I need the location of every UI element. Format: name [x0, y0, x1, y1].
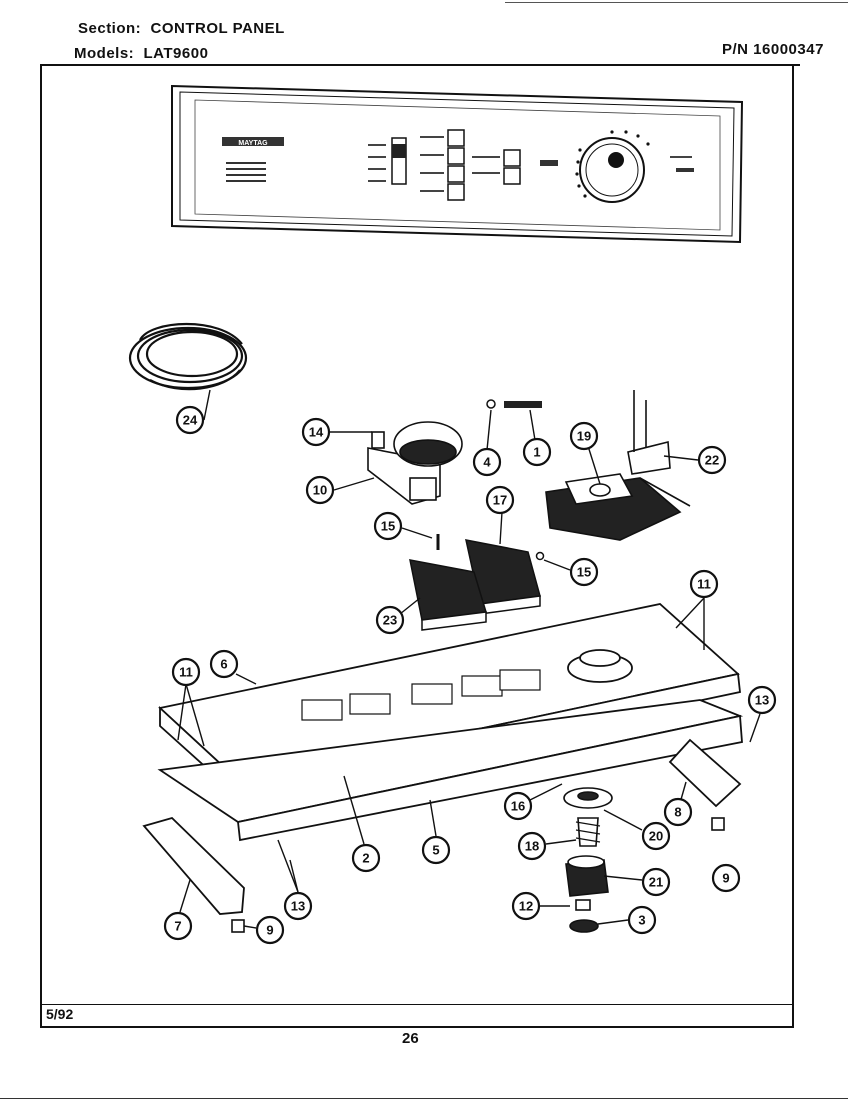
screw-part [535, 551, 545, 561]
callout-21: 21 [641, 867, 671, 897]
push-button-switch [465, 539, 541, 615]
brand-text: MAYTAG [238, 140, 268, 147]
callout-2: 2 [351, 843, 381, 873]
footer-divider [40, 1004, 794, 1005]
callout-24: 24 [175, 405, 205, 435]
part-number: P/N 16000347 [722, 41, 824, 58]
svg-text:9: 9 [266, 923, 273, 938]
svg-text:20: 20 [649, 829, 663, 844]
control-console: MAYTAG [171, 84, 744, 244]
svg-text:5: 5 [432, 843, 439, 858]
callout-5: 5 [421, 835, 451, 865]
models-label: Models: LAT9600 [74, 45, 209, 62]
callout-23: 23 [375, 605, 405, 635]
wire-harness [128, 322, 248, 391]
callout-15-left: 15 [373, 511, 403, 541]
callout-1: 1 [522, 437, 552, 467]
callout-9-left: 9 [255, 915, 285, 945]
section-title: CONTROL PANEL [150, 20, 285, 37]
svg-text:22: 22 [705, 453, 719, 468]
svg-text:13: 13 [291, 899, 305, 914]
callout-12: 12 [511, 891, 541, 921]
callout-13-left: 13 [283, 891, 313, 921]
svg-text:11: 11 [179, 665, 193, 680]
temperature-switch [409, 559, 487, 631]
svg-text:12: 12 [519, 899, 533, 914]
svg-text:15: 15 [381, 519, 395, 534]
callout-14: 14 [301, 417, 331, 447]
callout-6: 6 [209, 649, 239, 679]
diagram-frame [40, 66, 794, 1028]
callout-10: 10 [305, 475, 335, 505]
clip-part [711, 817, 725, 831]
svg-text:14: 14 [309, 425, 324, 440]
svg-text:2: 2 [362, 851, 369, 866]
header-divider [40, 64, 800, 66]
model-number: LAT9600 [143, 45, 209, 62]
svg-text:24: 24 [183, 413, 198, 428]
svg-text:16: 16 [511, 799, 525, 814]
callout-7: 7 [163, 911, 193, 941]
svg-text:11: 11 [697, 577, 711, 592]
callout-3: 3 [627, 905, 657, 935]
callout-19-top: 19 [569, 421, 599, 451]
washer-part [486, 399, 496, 409]
timer-motor [367, 421, 463, 505]
svg-text:10: 10 [313, 483, 327, 498]
svg-text:7: 7 [174, 919, 181, 934]
callout-16: 16 [503, 791, 533, 821]
callout-8: 8 [663, 797, 693, 827]
clip-part [231, 919, 245, 933]
end-bracket [142, 816, 245, 915]
svg-text:1: 1 [533, 445, 540, 460]
svg-text:15: 15 [577, 565, 591, 580]
leader-lines [177, 389, 761, 929]
revision-date: 5/92 [46, 1006, 74, 1022]
knob-assembly [563, 787, 613, 933]
callout-22: 22 [697, 445, 727, 475]
page-number: 26 [402, 1030, 419, 1047]
bottom-edge-rule [0, 1098, 848, 1099]
brand-logo [222, 137, 284, 146]
lower-rail [157, 699, 744, 842]
callout-9-right: 9 [711, 863, 741, 893]
svg-text:13: 13 [755, 693, 769, 708]
svg-text:19: 19 [577, 429, 591, 444]
spring-part [504, 401, 542, 408]
svg-text:18: 18 [525, 839, 539, 854]
callout-11-left: 11 [171, 657, 201, 687]
section-label: Section: CONTROL PANEL [78, 20, 285, 37]
timer-dial [575, 130, 694, 203]
temperature-buttons [447, 129, 465, 201]
top-edge-rule [505, 2, 848, 3]
svg-text:3: 3 [638, 913, 645, 928]
callout-13-right: 13 [747, 685, 777, 715]
timer-assembly [545, 390, 691, 541]
callout-18: 18 [517, 831, 547, 861]
svg-text:4: 4 [483, 455, 491, 470]
callout-4: 4 [472, 447, 502, 477]
svg-text:9: 9 [722, 871, 729, 886]
callout-20: 20 [641, 821, 671, 851]
svg-text:17: 17 [493, 493, 507, 508]
svg-text:6: 6 [220, 657, 227, 672]
svg-text:8: 8 [674, 805, 681, 820]
callout-11-right: 11 [689, 569, 719, 599]
callout-15-right: 15 [569, 557, 599, 587]
callout-17: 17 [485, 485, 515, 515]
cycle-buttons [503, 149, 521, 185]
svg-text:21: 21 [649, 875, 663, 890]
svg-text:23: 23 [383, 613, 397, 628]
